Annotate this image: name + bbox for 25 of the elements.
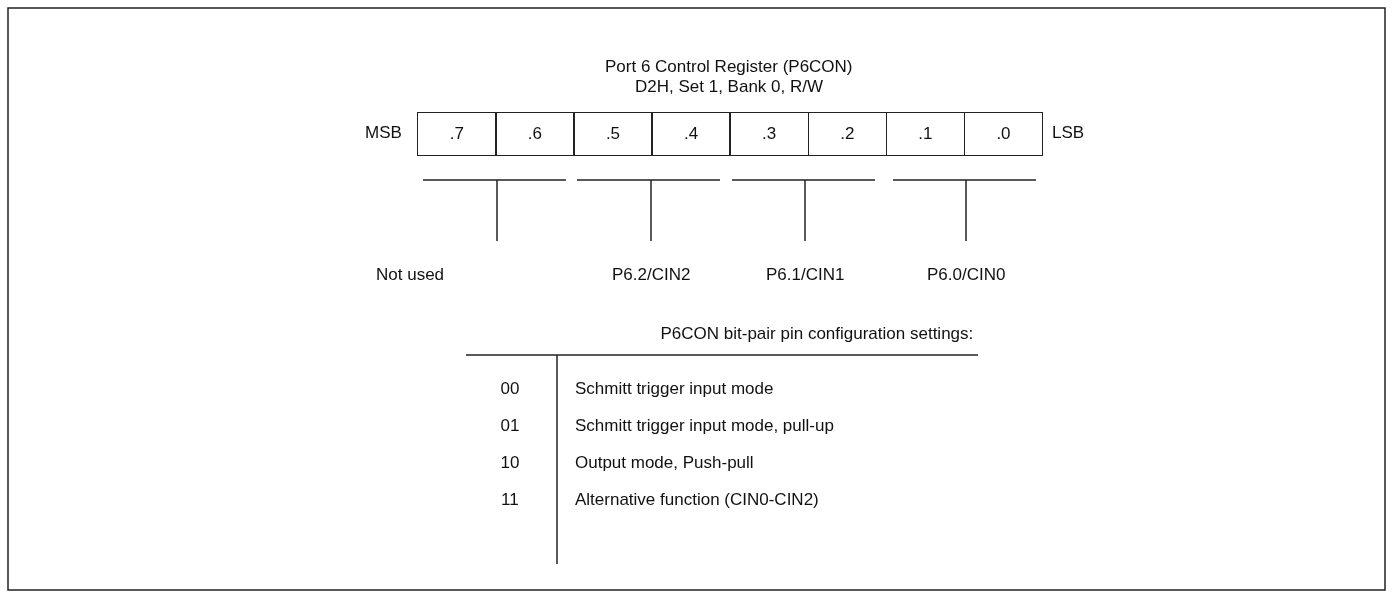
register-bit-cell: .6: [495, 112, 575, 156]
setting-description: Schmitt trigger input mode: [575, 379, 774, 399]
setting-description: Alternative function (CIN0-CIN2): [575, 490, 819, 510]
bit-code: 00: [500, 379, 520, 399]
register-bit-cell: .3: [729, 112, 809, 156]
register-bit-cell: .1: [885, 112, 966, 156]
bit-code: 11: [501, 490, 519, 510]
bit-function-label: P6.1/CIN1: [766, 265, 845, 285]
register-bit-cell: .0: [963, 112, 1044, 156]
lsb-label: LSB: [1052, 123, 1085, 143]
bit-code: 10: [500, 453, 520, 473]
settings-heading: P6CON bit-pair pin configuration settings:: [660, 324, 974, 344]
register-address: D2H, Set 1, Bank 0, R/W: [635, 77, 823, 97]
msb-label: MSB: [365, 123, 402, 143]
register-bit-cell: .2: [807, 112, 888, 156]
bit-function-label: P6.0/CIN0: [927, 265, 1006, 285]
register-bit-cell: .4: [651, 112, 731, 156]
setting-description: Schmitt trigger input mode, pull-up: [575, 416, 834, 436]
setting-description: Output mode, Push-pull: [575, 453, 754, 473]
bit-function-label: Not used: [376, 265, 445, 285]
register-bit-cell: .5: [573, 112, 653, 156]
register-bit-cell: .7: [417, 112, 497, 156]
bit-function-label: P6.2/CIN2: [612, 265, 691, 285]
register-title: Port 6 Control Register (P6CON): [605, 57, 853, 77]
bit-code: 01: [500, 416, 520, 436]
